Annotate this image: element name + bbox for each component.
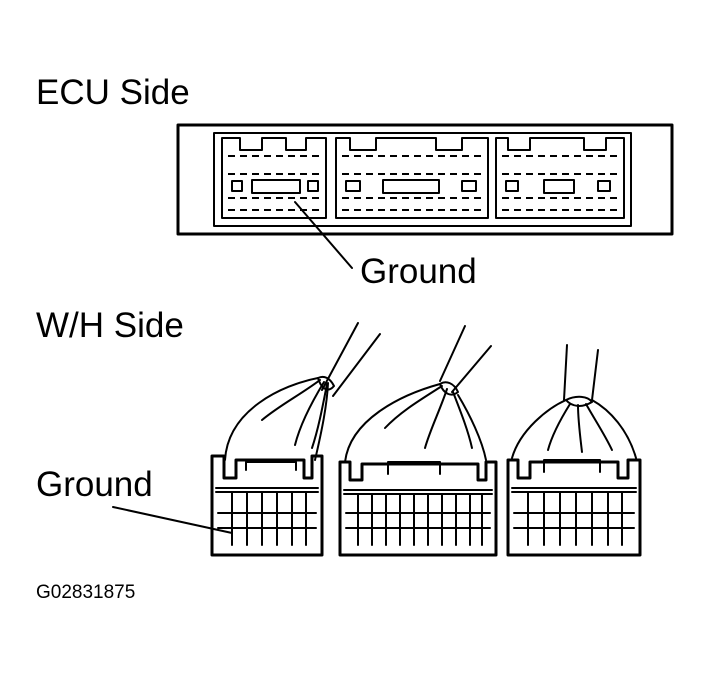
wh-ground-label: Ground (36, 465, 153, 504)
ecu-connector-3 (495, 137, 625, 219)
wh-connector-2 (338, 460, 498, 557)
figure-code: G02831875 (36, 582, 136, 603)
wh-connector-1 (210, 454, 324, 557)
ecu-connector-1 (221, 137, 327, 219)
wh-side-label: W/H Side (36, 306, 184, 345)
ecu-connector-2 (335, 137, 489, 219)
harness-1 (224, 322, 381, 461)
harness-3 (511, 344, 637, 459)
ecu-housing (176, 123, 674, 236)
wh-connector-3 (506, 458, 642, 557)
wh-ground-leader (112, 506, 233, 534)
ecu-side-label: ECU Side (36, 73, 190, 112)
harness-2 (344, 325, 492, 463)
ecu-ground-leader (294, 201, 353, 269)
ecu-ground-label: Ground (360, 252, 477, 291)
